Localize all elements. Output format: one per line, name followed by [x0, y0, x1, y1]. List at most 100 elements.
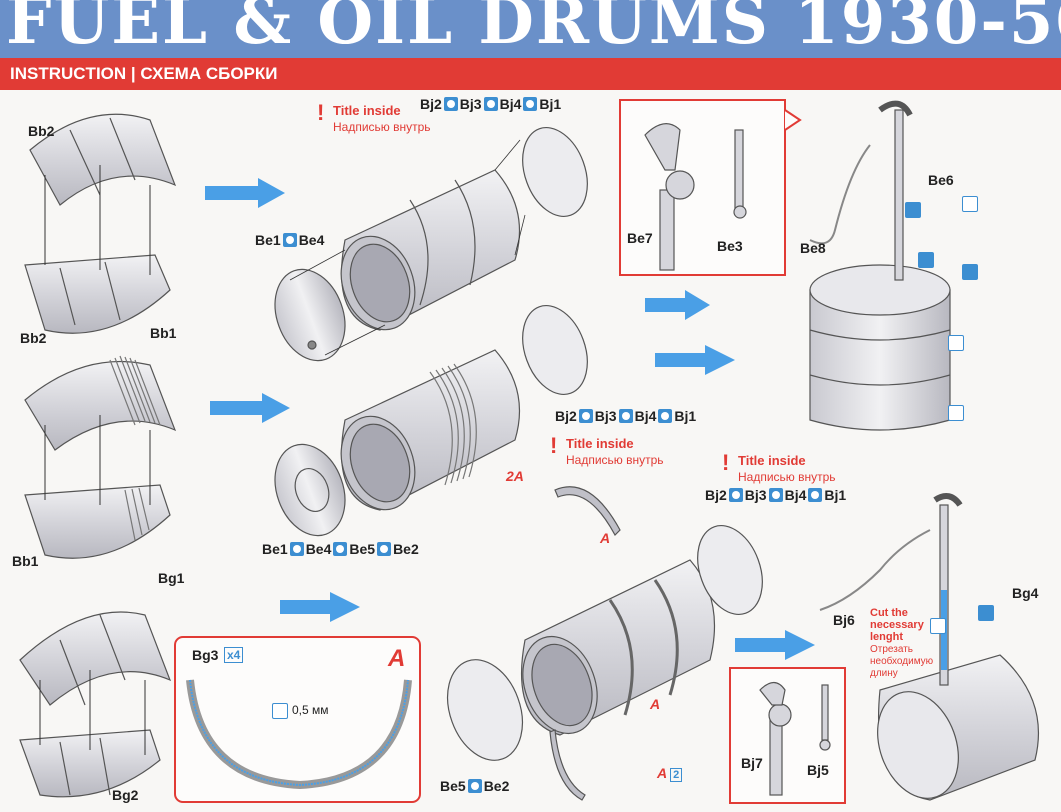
quantity-badge: x4: [224, 647, 244, 663]
label-be4: Be4: [298, 232, 325, 248]
cut-note-en-1: Cut the: [870, 607, 908, 619]
be5-be2-row: Be5 Be2: [440, 778, 509, 794]
glue-icon: [333, 542, 348, 556]
guide-lines-bb1: [44, 415, 151, 505]
glue-icon: [728, 488, 743, 502]
half-shell-bb2-top: [29, 113, 177, 206]
glue-icon: [768, 488, 783, 502]
glue-icon: [658, 409, 673, 423]
ring-a: [549, 486, 621, 801]
label-bj1: Bj1: [824, 487, 847, 503]
glue-icon: [289, 542, 304, 556]
instruction-bar: INSTRUCTION | СХЕМА СБОРКИ: [0, 58, 1061, 90]
glue-icon: [905, 202, 921, 218]
cut-note-en-3: lenght: [870, 631, 903, 643]
title-inside-en-1: Title inside: [333, 103, 401, 118]
bend-icon: [918, 252, 934, 268]
warning-icon: !: [550, 433, 558, 458]
pump-detail-2: [759, 681, 831, 796]
glue-icon: [978, 605, 994, 621]
drum-body-1: [340, 169, 521, 331]
label-bj4: Bj4: [784, 487, 807, 503]
lid-be1-1: [274, 268, 346, 362]
half-shell-bb2-bottom: [24, 254, 171, 334]
step-arrows: [205, 178, 815, 660]
label-be4: Be4: [305, 541, 332, 557]
glue-icon: [443, 97, 458, 111]
label-bb1-bottom: Bb1: [12, 553, 39, 569]
thickness-value: 0,5 мм: [292, 703, 329, 717]
page-title: FUEL & OIL DRUMS 1930-50s: [6, 0, 1061, 58]
lid-be2-2: [522, 304, 588, 396]
label-be8: Be8: [800, 240, 826, 256]
drum-body-2: [340, 349, 521, 511]
label-bb2-top: Bb2: [28, 123, 55, 139]
label-bj2: Bj2: [555, 408, 577, 424]
lid-be2-1: [522, 126, 588, 218]
mirror-icon: [948, 335, 964, 351]
guide-lines-bb2: [44, 165, 151, 275]
label-two: 2: [670, 768, 683, 782]
glue-icon: [523, 97, 538, 111]
lid-be5: [447, 659, 523, 761]
label-bj2: Bj2: [420, 96, 442, 112]
label-bj7: Bj7: [741, 755, 763, 771]
label-be5: Be5: [440, 778, 466, 794]
title-inside-en-2: Title inside: [566, 436, 634, 451]
label-bj3: Bj3: [594, 408, 617, 424]
cut-note-ru-2: необходимую: [870, 656, 934, 667]
label-bb1-top: Bb1: [150, 325, 177, 341]
label-bg2: Bg2: [112, 787, 139, 803]
label-a: A: [657, 765, 668, 781]
warning-icon: !: [722, 450, 730, 475]
label-be1: Be1: [262, 541, 288, 557]
glue-icon: [618, 409, 633, 423]
label-bg3: Bg3: [192, 647, 219, 663]
guide-lines-drum-1: [289, 139, 526, 356]
title-inside-ru-3: Надписью внутрь: [738, 470, 836, 484]
drum-body-3: [520, 559, 716, 736]
assembled-drum-2: [819, 493, 1040, 801]
label-bj1: Bj1: [539, 96, 562, 112]
title-inside-ru-1: Надписью внутрь: [333, 120, 431, 134]
cut-note-en-2: necessary: [870, 619, 924, 631]
label-bj4: Bj4: [634, 408, 657, 424]
label-bj4: Bj4: [499, 96, 522, 112]
label-2a: 2A: [506, 468, 524, 484]
label-be7: Be7: [627, 230, 653, 246]
title-inside-ru-2: Надписью внутрь: [566, 453, 664, 467]
pump-detail: [644, 123, 747, 271]
label-a-ring: A: [600, 530, 611, 546]
label-be6: Be6: [928, 172, 954, 188]
bg3-template-box: [174, 636, 421, 803]
label-be2: Be2: [393, 541, 419, 557]
assembled-drum-1: [809, 100, 951, 431]
cut-note-ru-1: Отрезать: [870, 644, 913, 655]
remove-icon: [962, 196, 978, 212]
label-bj1: Bj1: [674, 408, 697, 424]
label-a-box: A: [388, 645, 406, 672]
warning-icon: !: [317, 100, 325, 125]
label-bj3: Bj3: [459, 96, 482, 112]
label-be1: Be1: [255, 232, 281, 248]
glue-icon: [467, 779, 482, 793]
thickness-icon: [272, 703, 288, 719]
label-be2: Be2: [483, 778, 510, 794]
glue-icon: [808, 488, 823, 502]
label-bj6: Bj6: [833, 612, 855, 628]
lid-be2-3: [697, 524, 763, 616]
title-banner: FUEL & OIL DRUMS 1930-50s: [0, 0, 1061, 58]
guide-lines-bg: [39, 670, 146, 755]
glue-icon: [377, 542, 392, 556]
half-shell-bb1-bottom: [24, 484, 171, 559]
glue-icon: [483, 97, 498, 111]
label-be1-be4: Be1 Be4: [255, 232, 324, 248]
label-a-ring-2: A: [650, 696, 661, 712]
detail-box-pump: [619, 99, 786, 276]
make-two-icon: [948, 405, 964, 421]
bj-row-1: Bj2 Bj3 Bj4 Bj1: [420, 96, 561, 112]
cut-note-ru-3: длину: [870, 668, 898, 679]
